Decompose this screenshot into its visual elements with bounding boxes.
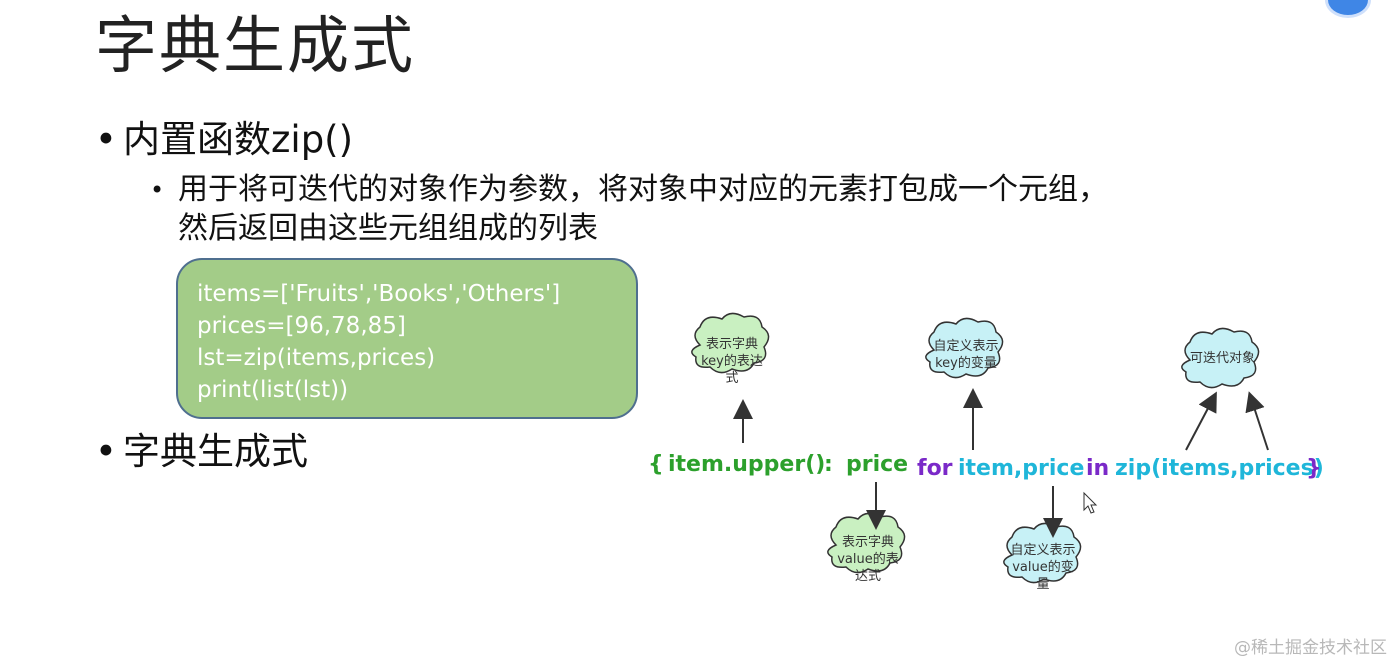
- callout-iterable: 可迭代对象: [1190, 351, 1256, 366]
- expr-brace-close: }: [1306, 456, 1322, 481]
- callout-value-expr: 表示字典value的表达式: [837, 535, 899, 584]
- callout-value-var: 自定义表示value的变量: [1010, 543, 1076, 592]
- watermark: @稀土掘金技术社区: [1234, 638, 1387, 658]
- code-line: items=['Fruits','Books','Others']: [197, 281, 561, 307]
- expr-colon: :: [824, 452, 833, 477]
- expr-for: for: [917, 456, 953, 481]
- bullet-zip: •内置函数zip(): [95, 118, 353, 162]
- code-line: print(list(lst)): [197, 377, 349, 403]
- arrow-iterable-left: [1185, 391, 1217, 451]
- cloud-value-var-icon: [1003, 522, 1082, 584]
- cloud-key-expr-icon: [691, 312, 770, 374]
- expr-iter: zip(items,prices): [1115, 456, 1324, 481]
- expr-brace-open: {: [648, 452, 664, 477]
- zip-desc-line2: 然后返回由这些元组组成的列表: [178, 211, 598, 246]
- bullet-zip-label: 内置函数zip(): [123, 118, 354, 161]
- sub-bullet-dot: •: [150, 175, 165, 204]
- code-example-box: items=['Fruits','Books','Others'] prices…: [176, 258, 638, 419]
- expr-in: in: [1086, 456, 1110, 481]
- slide-title: 字典生成式: [95, 9, 416, 82]
- mouse-cursor-icon: [1083, 491, 1098, 514]
- bullet-dot: •: [95, 430, 117, 473]
- expr-vars: item,price: [958, 456, 1085, 481]
- bullet-dot: •: [95, 118, 117, 161]
- expr-key: item.upper(): [668, 452, 826, 477]
- bullet-dict-label: 字典生成式: [123, 430, 308, 473]
- zip-description: • 用于将可迭代的对象作为参数，将对象中对应的元素打包成一个元组， 然后返回由这些…: [150, 170, 1108, 248]
- cloud-key-var-icon: [925, 317, 1004, 379]
- code-line: prices=[96,78,85]: [197, 313, 406, 339]
- expr-value: price: [846, 452, 909, 477]
- callout-key-expr: 表示字典key的表达式: [701, 337, 763, 386]
- zip-desc-line1: 用于将可迭代的对象作为参数，将对象中对应的元素打包成一个元组，: [178, 172, 1108, 207]
- cloud-iterable-icon: [1181, 327, 1260, 389]
- code-line: lst=zip(items,prices): [197, 345, 436, 371]
- arrow-iterable-right: [1245, 391, 1269, 451]
- callout-key-var: 自定义表示key的变量: [933, 339, 999, 371]
- bullet-dict-comprehension: •字典生成式: [95, 430, 308, 474]
